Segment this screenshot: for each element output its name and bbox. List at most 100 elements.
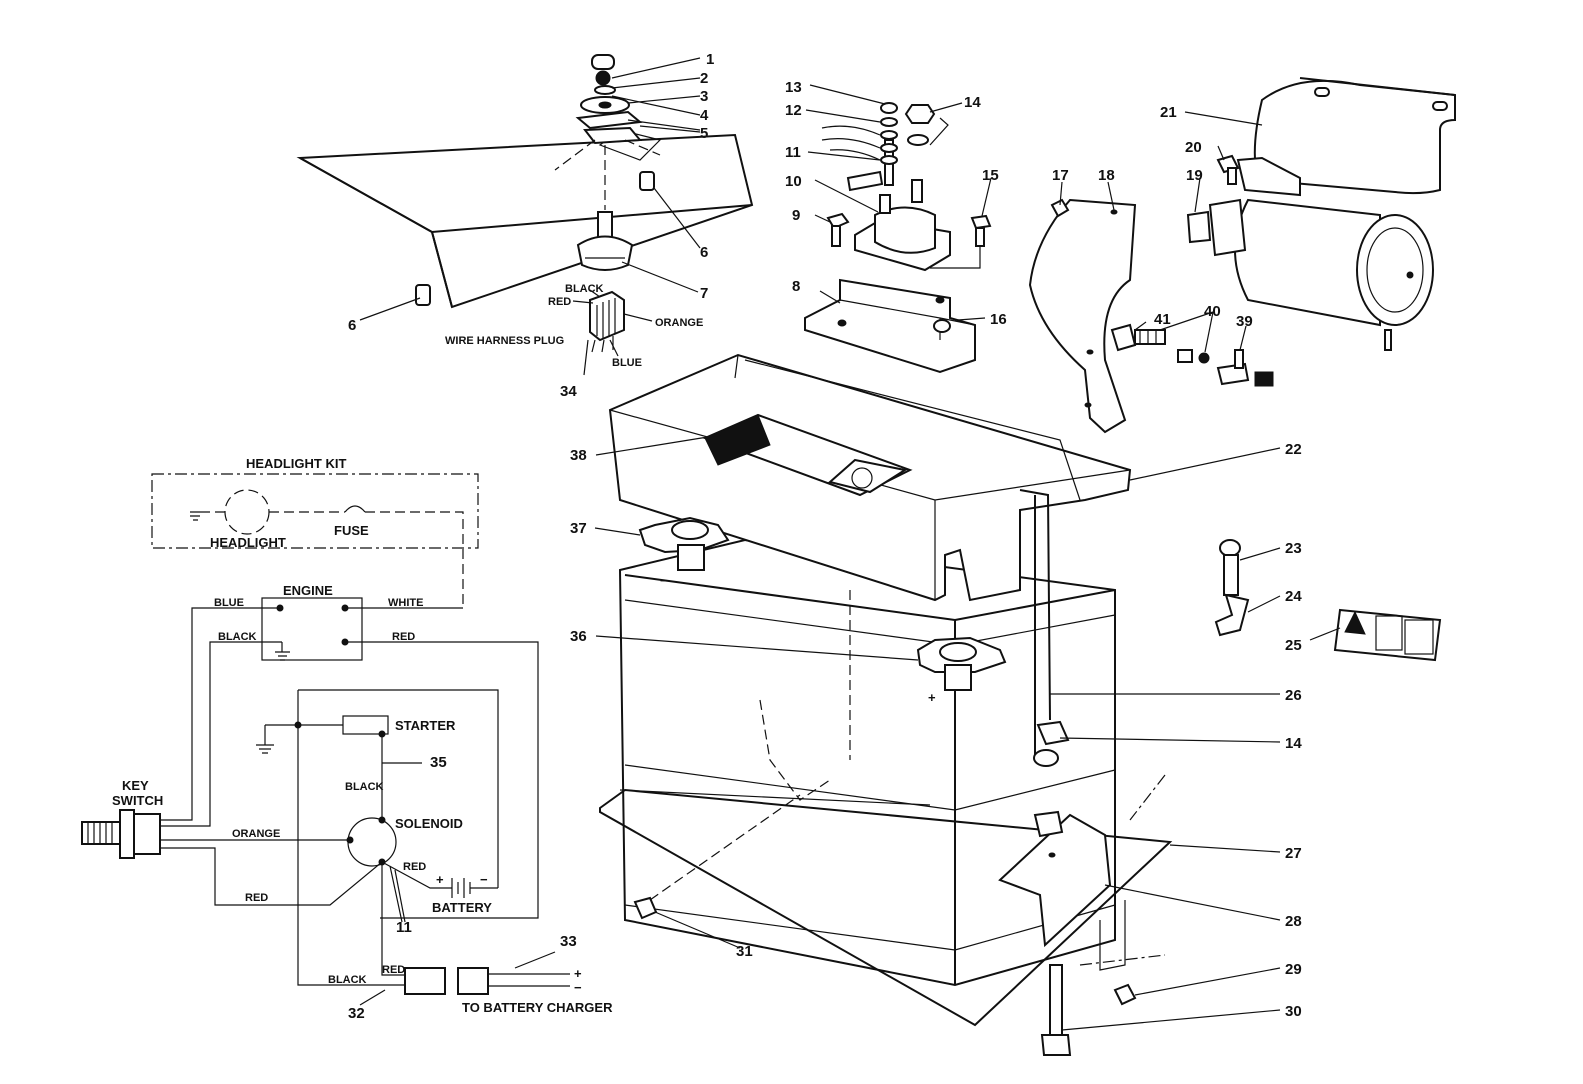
callout-17: 17 [1052,167,1069,184]
callout-32: 32 [348,1005,365,1022]
callout-15: 15 [982,167,999,184]
wire-orange-label: ORANGE [232,828,280,840]
battery-neg-mark: − [660,573,668,588]
wire-black-bottom-label: BLACK [328,974,367,986]
bolt-20 [1216,154,1240,185]
callout-38: 38 [570,447,587,464]
plug-red-label: RED [548,296,571,308]
wire-harness-plug [589,290,625,353]
clip-left [415,284,431,306]
battery-plus-label: + [436,872,444,887]
battery-base-tray [599,788,1173,1027]
starter-bracket [1028,198,1137,434]
harness-plug-labels: BLACK RED ORANGE BLUE WIRE HARNESS PLUG [445,283,703,369]
callout-25: 25 [1285,637,1302,654]
plug-orange-label: ORANGE [655,317,703,329]
callout-37: 37 [570,520,587,537]
bolt-15 [930,214,992,269]
callout-21: 21 [1160,104,1177,121]
battery-pos-mark: + [928,690,936,705]
wire-red-engine-label: RED [392,631,415,643]
solenoid-label: SOLENOID [395,816,463,831]
wire-red-left-label: RED [245,892,268,904]
callout-36: 36 [570,628,587,645]
callout-27: 27 [1285,845,1302,862]
callouts: 1 2 3 4 5 6 6 7 34 8 9 10 11 12 13 14 15… [348,51,1302,1022]
ignition-switch [576,211,634,271]
battery-minus-label: − [480,872,488,887]
hold-down-bracket [998,810,1112,948]
callout-16: 16 [990,311,1007,328]
callout-13: 13 [785,79,802,96]
callout-26: 26 [1285,687,1302,704]
callout-5: 5 [700,125,708,142]
wire-red-solenoid-label: RED [403,861,426,873]
solenoid-bracket [804,278,976,374]
callout-30: 30 [1285,1003,1302,1020]
callout-14-top: 14 [964,94,981,111]
callout-29: 29 [1285,961,1302,978]
wire-white-label: WHITE [388,597,423,609]
bolt-29 [1113,983,1137,1006]
callout-11-schematic: 11 [396,919,412,936]
battery-label: BATTERY [432,900,492,915]
callout-1: 1 [706,51,714,68]
battery [618,538,1166,987]
engine-label: ENGINE [283,583,333,598]
callout-9: 9 [792,207,800,224]
charger-parts [1110,323,1274,387]
wiring-schematic: HEADLIGHT KIT HEADLIGHT FUSE ENGINE BLUE… [81,456,613,1015]
callout-20: 20 [1185,139,1202,156]
solenoid [821,102,951,272]
callout-39: 39 [1236,313,1253,330]
callout-23: 23 [1285,540,1302,557]
plug-black-label: BLACK [565,283,604,295]
callout-2: 2 [700,70,708,87]
callout-34: 34 [560,383,577,400]
callout-19: 19 [1186,167,1203,184]
fuse-label: FUSE [334,523,369,538]
key-switch-label-2: SWITCH [112,793,163,808]
starter-motor [1186,156,1434,351]
hose-fitting [1214,539,1250,637]
key-switch-label-1: KEY [122,778,149,793]
leader-lines [359,57,1341,1031]
callout-8: 8 [792,278,800,295]
charger-plus-label: + [574,966,582,981]
clip-right [639,171,655,191]
callout-6-left: 6 [348,317,356,334]
bolt-9 [826,212,850,247]
bolt-30 [1040,964,1072,1056]
wire-blue-label: BLUE [214,597,244,609]
callout-3: 3 [700,88,708,105]
callout-40: 40 [1204,303,1221,320]
wire-black-starter-label: BLACK [345,781,384,793]
callout-4: 4 [700,107,709,124]
decal-25 [1333,608,1442,662]
headlight-kit-label: HEADLIGHT KIT [246,456,346,471]
cover-decal [702,413,913,497]
wire-harness-plug-label: WIRE HARNESS PLUG [445,335,564,347]
callout-11: 11 [785,144,801,161]
headlight-label: HEADLIGHT [210,535,286,550]
terminal-negative: − [638,516,730,588]
callout-6-right: 6 [700,244,708,261]
charger-minus-label: − [574,980,582,995]
callout-33: 33 [560,933,577,950]
callout-24: 24 [1285,588,1302,605]
starter-label: STARTER [395,718,456,733]
callout-12: 12 [785,102,802,119]
callout-10: 10 [785,173,802,190]
callout-18: 18 [1098,167,1115,184]
callout-28: 28 [1285,913,1302,930]
callout-31: 31 [736,943,753,960]
callout-41: 41 [1154,311,1171,328]
callout-22: 22 [1285,441,1302,458]
dash-panel [296,129,754,309]
callout-14-bottom: 14 [1285,735,1302,752]
wire-red-bottom-label: RED [382,964,405,976]
callout-7: 7 [700,285,708,302]
terminal-positive: + [916,636,1007,705]
bolt-31 [633,896,658,920]
